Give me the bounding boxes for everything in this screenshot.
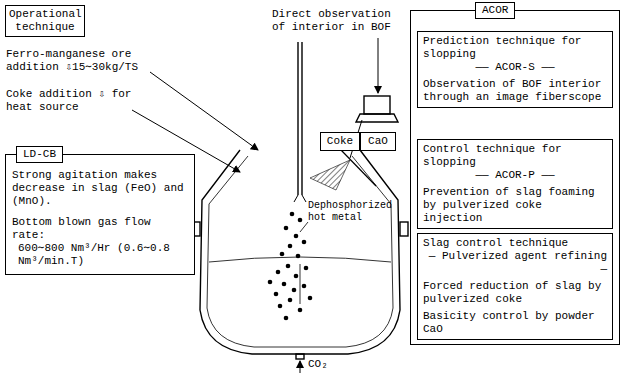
bubble — [308, 296, 313, 301]
bubble — [292, 288, 297, 293]
vessel-shell — [200, 150, 400, 354]
bubble — [304, 266, 309, 271]
box-text: Observation of BOF interior through an i… — [423, 78, 607, 104]
box-heading: LD-CB — [16, 146, 63, 163]
box-text: Forced reduction of slag by pulverized c… — [423, 280, 607, 306]
bubble — [284, 226, 289, 231]
note-label: Dephosphorized hot metal — [308, 200, 394, 224]
bubble — [294, 234, 299, 239]
box-text: — Pulverized agent refining — — [423, 250, 607, 276]
box-text: Basicity control by powder CaO — [423, 310, 607, 336]
bubble — [284, 316, 289, 321]
box-text: Slag control technique — [423, 237, 607, 250]
bubble — [280, 252, 285, 257]
box-text: —— ACOR-S —— — [423, 61, 607, 74]
box-text: Control technique for slopping — [423, 143, 607, 169]
bubble — [290, 212, 295, 217]
bubble — [302, 284, 307, 289]
box-text: Operational technique — [9, 8, 81, 34]
group-box: LD-CBStrong agitation makes decrease in … — [5, 154, 195, 275]
monitor — [364, 96, 390, 114]
bubble — [274, 292, 279, 297]
bubble — [276, 270, 281, 275]
slag-surface — [209, 257, 391, 262]
leader-line — [300, 222, 308, 232]
bubble — [298, 308, 303, 313]
bubble — [288, 298, 293, 303]
box-text: —— ACOR-P —— — [423, 169, 607, 182]
box-text: 600∼800 Nm³/Hr (0.6∼0.8 Nm³/min.T) — [12, 242, 188, 268]
bubble — [298, 218, 303, 223]
bubble — [302, 240, 307, 245]
process-box: CaO — [360, 132, 396, 151]
box-heading: ACOR — [475, 2, 515, 19]
note-label: CO₂ — [308, 358, 348, 371]
trunnion — [400, 222, 408, 236]
box-text: Prediction technique for slopping — [423, 35, 607, 61]
box-text: CaO — [364, 135, 392, 148]
bubble — [296, 254, 301, 259]
bubble — [288, 244, 293, 249]
bubbles — [268, 212, 313, 321]
box-text: Coke — [324, 135, 356, 148]
group-box: ACORPrediction technique for slopping—— … — [410, 10, 620, 345]
box-text: Bottom blown gas flow rate: — [12, 216, 188, 242]
bubble — [286, 264, 291, 269]
keyboard — [356, 114, 398, 122]
box-text: Prevention of slag foaming by pulverized… — [423, 186, 607, 225]
addition-arrow — [150, 72, 258, 150]
bottom-tuyere — [296, 354, 304, 359]
lance — [297, 42, 298, 195]
lance-tip — [294, 195, 306, 202]
process-box: Operational technique — [5, 5, 85, 37]
vessel-lining — [207, 156, 393, 347]
view-field — [310, 160, 350, 190]
bubble — [278, 304, 283, 309]
gas-arrow — [300, 361, 301, 373]
process-box: Slag control technique— Pulverized agent… — [417, 233, 613, 340]
leader-line — [300, 264, 301, 304]
bubble — [294, 274, 299, 279]
box-text: Strong agitation makes decrease in slag … — [12, 169, 188, 208]
observation-arrow — [378, 38, 379, 93]
bubble — [282, 282, 287, 287]
note-label: Coke addition ⇩ for heat source — [6, 88, 132, 114]
note-label: Ferro-manganese ore addition ⇩15∼30kg/TS — [6, 48, 166, 74]
process-box: Prediction technique for slopping—— ACOR… — [417, 31, 613, 108]
note-label: Direct observation of interior in BOF — [272, 8, 406, 34]
lance — [301, 42, 302, 195]
process-box: Control technique for slopping—— ACOR-P … — [417, 139, 613, 229]
process-box: Coke — [320, 132, 360, 151]
bubble — [268, 280, 273, 285]
